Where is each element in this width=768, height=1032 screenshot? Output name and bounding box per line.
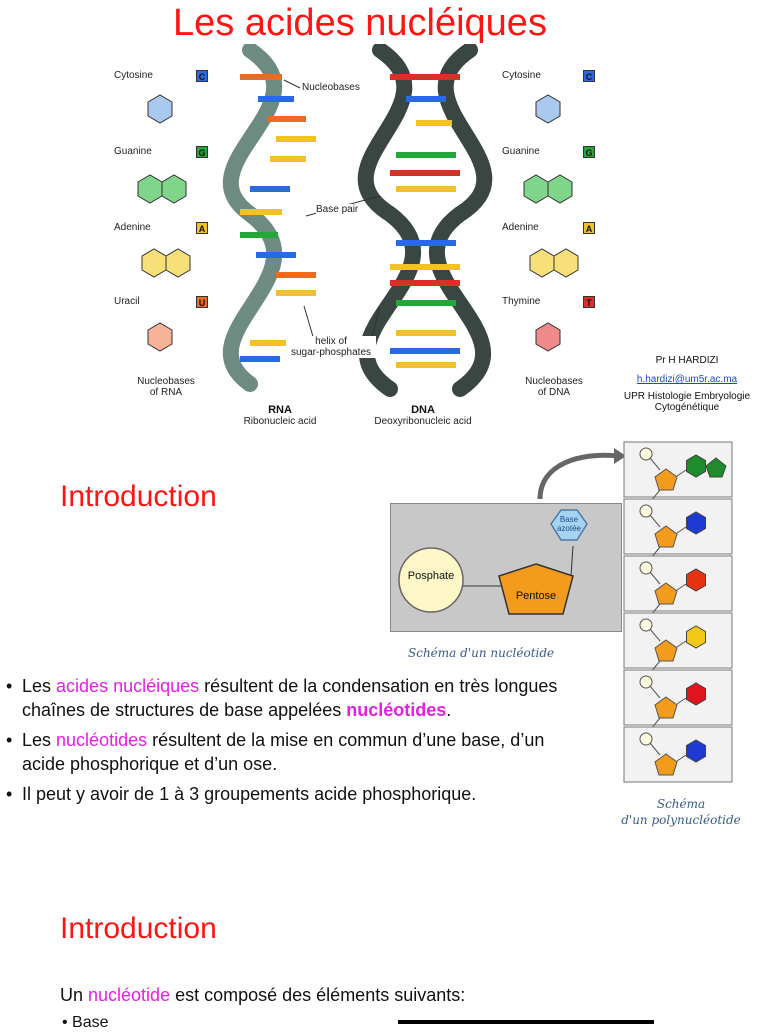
polynucleotide-unit (623, 669, 733, 736)
bullet-3: Il peut y avoir de 1 à 3 groupements aci… (6, 782, 566, 806)
label-nucleobases: Nucleobases (302, 82, 360, 93)
section-heading-2: Introduction (60, 912, 217, 945)
polynucleotide-unit (623, 612, 733, 679)
rna-base-badge-1: C (196, 70, 208, 82)
uracil-molecule-icon (147, 322, 173, 352)
author-unit-2: Cytogénétique (654, 402, 720, 413)
rna-caption: Nucleobases of RNA (137, 376, 195, 398)
adenine-molecule-icon-dna (529, 248, 579, 278)
cytosine-molecule-icon-dna (535, 94, 561, 124)
cytosine-molecule-icon (147, 94, 173, 124)
polynucleotide-unit (623, 726, 733, 783)
polynucleotide-drawing (623, 441, 733, 783)
author-name: Pr H HARDIZI (655, 355, 719, 366)
dna-base-label-1: Cytosine (502, 70, 541, 81)
polynucleotide-caption: Schéma d'un polynucléotide (621, 797, 741, 827)
intro-bullets: Les acides nucléiques résultent de la co… (6, 674, 566, 812)
rna-base-badge-4: U (196, 296, 208, 308)
dna-base-label-2: Guanine (502, 146, 540, 157)
thymine-molecule-icon (535, 322, 561, 352)
rna-base-badge-2: G (196, 146, 208, 158)
rna-title: RNA Ribonucleic acid (243, 404, 317, 427)
dna-base-badge-4: T (583, 296, 595, 308)
nucleotide-diagram: Posphate Pentose Base azotée (390, 503, 622, 632)
dna-base-badge-1: C (583, 70, 595, 82)
author-unit: UPR Histologie Embryologie (623, 391, 751, 402)
polynucleotide-unit (623, 555, 733, 622)
dna-base-badge-2: G (583, 146, 595, 158)
section-heading-1: Introduction (60, 480, 217, 513)
dna-base-badge-3: A (583, 222, 595, 234)
pentose-label: Pentose (515, 590, 557, 602)
rna-base-label-3: Adenine (114, 222, 151, 233)
bullet-2: Les nucléotides résultent de la mise en … (6, 728, 566, 776)
page-title: Les acides nucléiques (173, 2, 547, 44)
cut-image-edge (398, 1020, 654, 1024)
dna-title: DNA Deoxyribonucleic acid (374, 404, 472, 427)
phosphate-label: Posphate (407, 570, 455, 582)
guanine-molecule-icon (137, 174, 187, 204)
rna-base-label-1: Cytosine (114, 70, 153, 81)
section2-intro: Un nucléotide est composé des éléments s… (60, 985, 466, 1005)
dna-helix-icon (357, 44, 493, 397)
bullet-1: Les acides nucléiques résultent de la co… (6, 674, 566, 722)
dna-base-label-4: Thymine (502, 296, 541, 307)
section2-cut-item: • Base (62, 1014, 109, 1031)
arrow-icon (537, 448, 626, 500)
polynucleotide-unit (623, 441, 733, 508)
dna-caption: Nucleobases of DNA (525, 376, 583, 398)
author-email-link[interactable]: h.hardizi@um5r.ac.ma (636, 374, 738, 385)
rna-base-badge-3: A (196, 222, 208, 234)
base-label: Base azotée (556, 515, 582, 533)
guanine-molecule-icon-dna (523, 174, 573, 204)
label-helix: helix of sugar-phosphates (286, 336, 376, 358)
adenine-molecule-icon (141, 248, 191, 278)
dna-base-label-3: Adenine (502, 222, 539, 233)
label-base-pair: Base pair (316, 204, 359, 215)
polynucleotide-diagram (622, 440, 734, 786)
nucleotide-caption: Schéma d'un nucléotide (408, 646, 555, 660)
polynucleotide-unit (623, 498, 733, 565)
rna-base-label-2: Guanine (114, 146, 152, 157)
rna-base-label-4: Uracil (114, 296, 140, 307)
figure-drawing (137, 44, 579, 397)
author-credit: Pr H HARDIZI h.hardizi@um5r.ac.ma UPR Hi… (602, 355, 768, 413)
nucleic-acid-figure: Cytosine C Guanine G Adenine A Uracil U … (100, 44, 600, 444)
rna-helix-icon (222, 44, 316, 392)
